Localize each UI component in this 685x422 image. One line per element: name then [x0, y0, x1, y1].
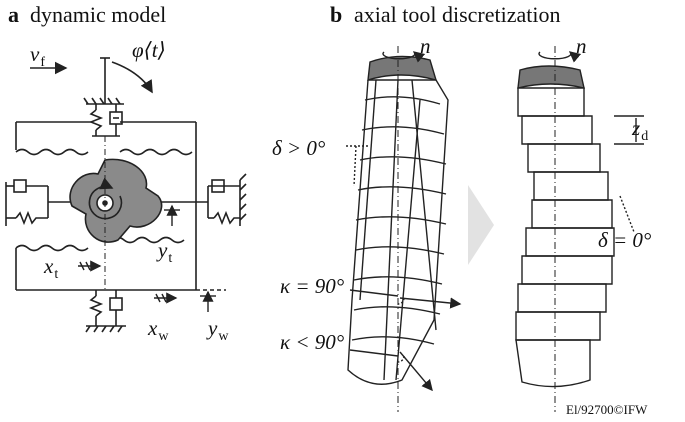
kappa-less-90-label: κ < 90° [280, 330, 345, 354]
bottom-ground [85, 290, 126, 333]
workpiece-y-label: yw [208, 316, 228, 344]
feed-symbol: v [30, 42, 40, 66]
workpiece-x-label: xw [148, 316, 168, 344]
rotation-angle-label: φ⟨t⟩ [132, 38, 166, 62]
workpiece-x-subscript: w [158, 329, 169, 344]
panel-a-title: dynamic model [30, 2, 167, 27]
tool-x-label: xt [44, 254, 58, 282]
figure-id-footer: El/92700©IFW [566, 402, 648, 417]
tool-y-subscript: t [168, 251, 173, 266]
tool-y-symbol: y [158, 238, 168, 262]
kappa-90-label: κ = 90° [280, 274, 345, 298]
helix-angle-positive-label: δ > 0° [272, 136, 326, 160]
feed-subscript: f [40, 55, 45, 70]
panel-b-letter: b [330, 2, 343, 27]
left-spring-damper [5, 179, 78, 226]
rotation-n-right: n [576, 34, 587, 58]
transition-arrow [468, 185, 494, 265]
workpiece-y-subscript: w [218, 329, 229, 344]
tool-cross-section [69, 158, 163, 243]
dynamic-model-diagram [5, 57, 247, 333]
helix-angle-zero-label: δ = 0° [598, 228, 652, 252]
disc-height-label: zd [632, 116, 648, 144]
workpiece-coordinate-arrows [154, 289, 226, 312]
right-spring-damper [160, 173, 247, 226]
workpiece-x-symbol: x [148, 316, 158, 340]
disc-height-subscript: d [641, 129, 649, 144]
tool-x-symbol: x [44, 254, 54, 278]
workpiece-y-symbol: y [208, 316, 218, 340]
feed-velocity-label: vf [30, 42, 45, 70]
helical-tool [346, 46, 462, 412]
tool-y-label: yt [158, 238, 172, 266]
discretization-diagram [346, 46, 644, 412]
tool-x-subscript: t [54, 267, 59, 282]
rotation-n-left: n [420, 34, 431, 58]
discretized-tool [515, 46, 644, 412]
rotation-angle-arrow [111, 61, 153, 94]
panel-a-letter: a [8, 2, 19, 27]
tool-coordinate-arrows [78, 204, 180, 272]
panel-b-title: axial tool discretization [354, 2, 561, 27]
top-ground [83, 97, 124, 137]
disc-height-symbol: z [632, 116, 641, 140]
